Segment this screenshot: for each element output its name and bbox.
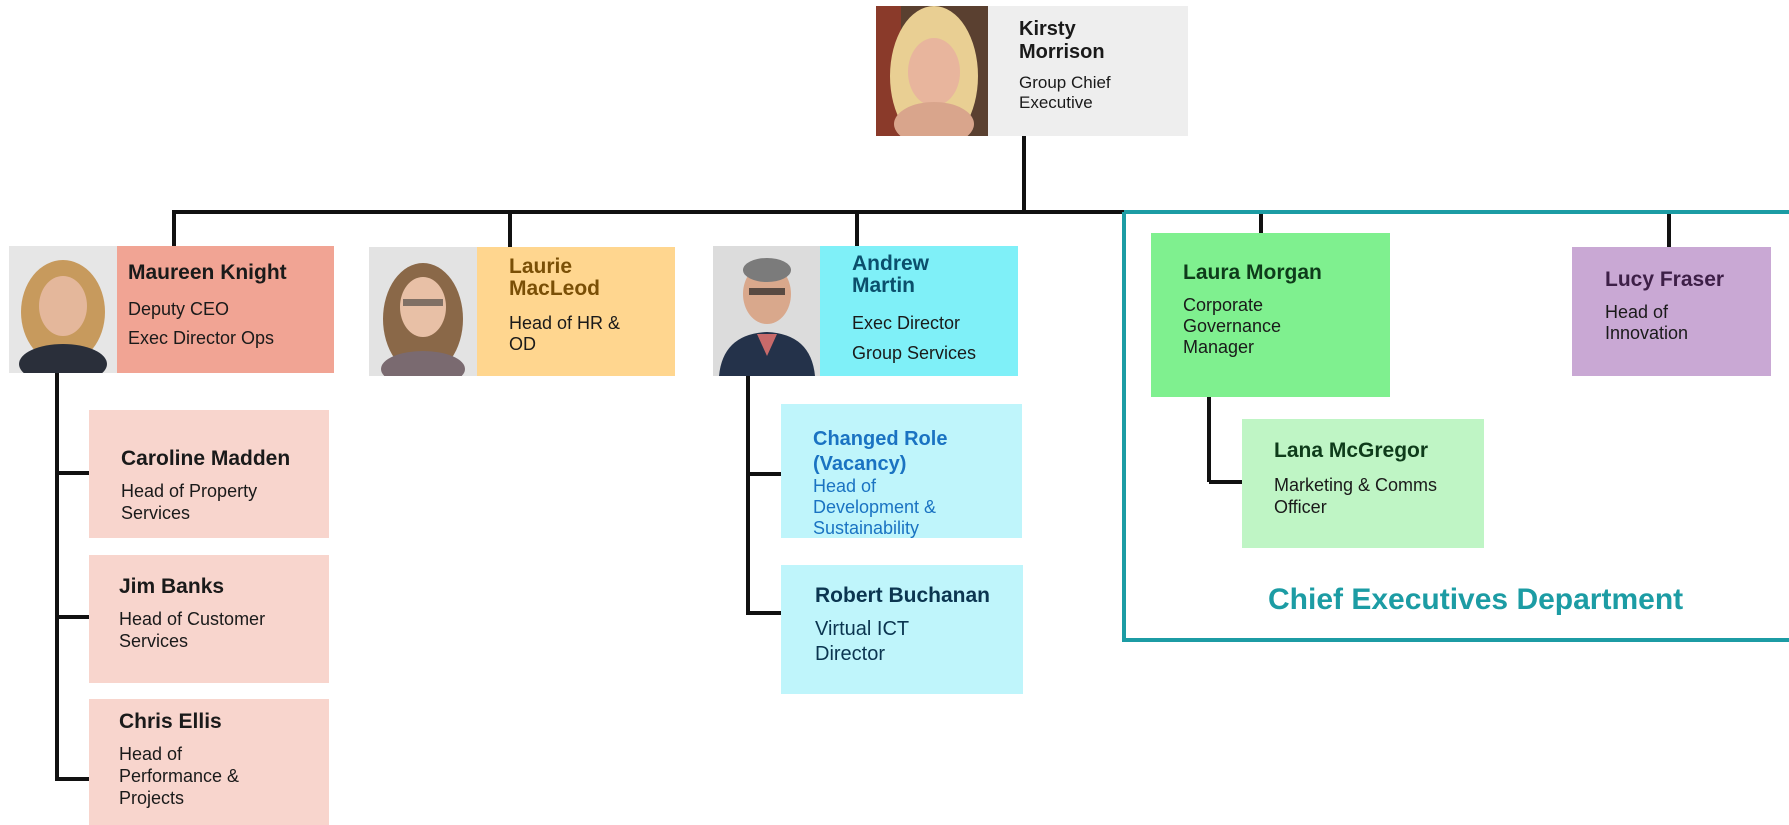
report-name: Caroline Madden — [121, 447, 291, 470]
report-name: Robert Buchanan — [815, 584, 991, 607]
report-card-lana — [1242, 419, 1484, 548]
report-name: Jim Banks — [119, 575, 225, 598]
role-line: Exec Director Ops — [128, 328, 275, 348]
report-role: Head of Customer Services — [119, 608, 319, 652]
role-line: Head of HR & — [509, 313, 621, 333]
avatar — [369, 247, 477, 376]
report-role: Virtual ICT Director — [815, 617, 1015, 667]
report-card-chris — [89, 699, 329, 825]
report-role: Head of Property Services — [121, 480, 321, 524]
avatar — [9, 246, 117, 373]
role-line: Services — [119, 631, 189, 651]
ceo-name: Kirsty Morrison — [1019, 18, 1179, 64]
ceo-role: Group Chief Executive — [1019, 73, 1179, 113]
director-name: Laura Morgan — [1183, 261, 1322, 284]
role-line: Head of — [119, 744, 183, 764]
role-line: Head of — [1605, 302, 1669, 322]
avatar — [713, 246, 820, 376]
role-line: Officer — [1274, 497, 1327, 517]
role-line: Innovation — [1605, 323, 1689, 343]
role-line: Director — [815, 643, 886, 665]
director-name: Andrew Martin — [852, 253, 1012, 297]
name-line: (Vacancy) — [813, 453, 907, 475]
department-label: Chief Executives Department — [1268, 583, 1684, 616]
role-line: Group Services — [852, 343, 977, 363]
report-card-vacancy — [781, 404, 1022, 538]
name-line: Laurie — [509, 255, 573, 278]
director-card-laura — [1151, 233, 1390, 397]
name-line: MacLeod — [509, 277, 601, 300]
report-card-jim — [89, 555, 329, 683]
ceo-card — [988, 6, 1188, 136]
role-line: Head of — [813, 476, 877, 496]
role-line: Marketing & Comms — [1274, 475, 1438, 495]
name-line: Martin — [852, 274, 915, 297]
report-role: Head of Development & Sustainability — [813, 476, 1018, 539]
role-line: Deputy CEO — [128, 299, 230, 319]
report-role: Head of Performance & Projects — [119, 743, 319, 809]
role-line: Manager — [1183, 337, 1255, 357]
ceo-role-line-2: Executive — [1019, 93, 1093, 112]
director-role: Head of HR & OD — [509, 313, 669, 355]
report-card-robert — [781, 565, 1023, 694]
ceo-name-line-1: Kirsty — [1019, 18, 1076, 40]
name-line: Changed Role — [813, 428, 948, 450]
director-name: Laurie MacLeod — [509, 256, 669, 300]
director-card-andrew — [820, 246, 1018, 376]
director-card-laurie — [477, 247, 675, 376]
report-role: Marketing & Comms Officer — [1274, 474, 1479, 518]
role-line: OD — [509, 334, 536, 354]
director-role: Corporate Governance Manager — [1183, 295, 1383, 358]
director-name: Lucy Fraser — [1605, 268, 1725, 291]
ceo-role-line-1: Group Chief — [1019, 73, 1111, 92]
director-card-lucy — [1572, 247, 1771, 376]
director-name: Maureen Knight — [128, 261, 287, 284]
role-line: Projects — [119, 788, 185, 808]
director-role: Head of Innovation — [1605, 302, 1765, 344]
name-line: Andrew — [852, 252, 930, 275]
role-line: Exec Director — [852, 313, 961, 333]
role-line: Governance — [1183, 316, 1282, 336]
report-card-caroline — [89, 410, 329, 538]
role-line: Corporate — [1183, 295, 1264, 315]
director-role: Exec Director Group Services — [852, 308, 1017, 368]
role-line: Services — [121, 503, 191, 523]
role-line: Head of Customer — [119, 609, 266, 629]
report-name: Lana McGregor — [1274, 439, 1429, 462]
role-line: Sustainability — [813, 518, 920, 538]
director-card-maureen — [117, 246, 334, 373]
avatar — [876, 6, 989, 136]
report-name: Changed Role (Vacancy) — [813, 427, 1018, 477]
role-line: Head of Property — [121, 481, 258, 501]
role-line: Development & — [813, 497, 937, 517]
role-line: Performance & — [119, 766, 240, 786]
director-role: Deputy CEO Exec Director Ops — [128, 295, 328, 353]
ceo-name-line-2: Morrison — [1019, 41, 1105, 63]
role-line: Virtual ICT — [815, 618, 910, 640]
report-name: Chris Ellis — [119, 710, 222, 733]
